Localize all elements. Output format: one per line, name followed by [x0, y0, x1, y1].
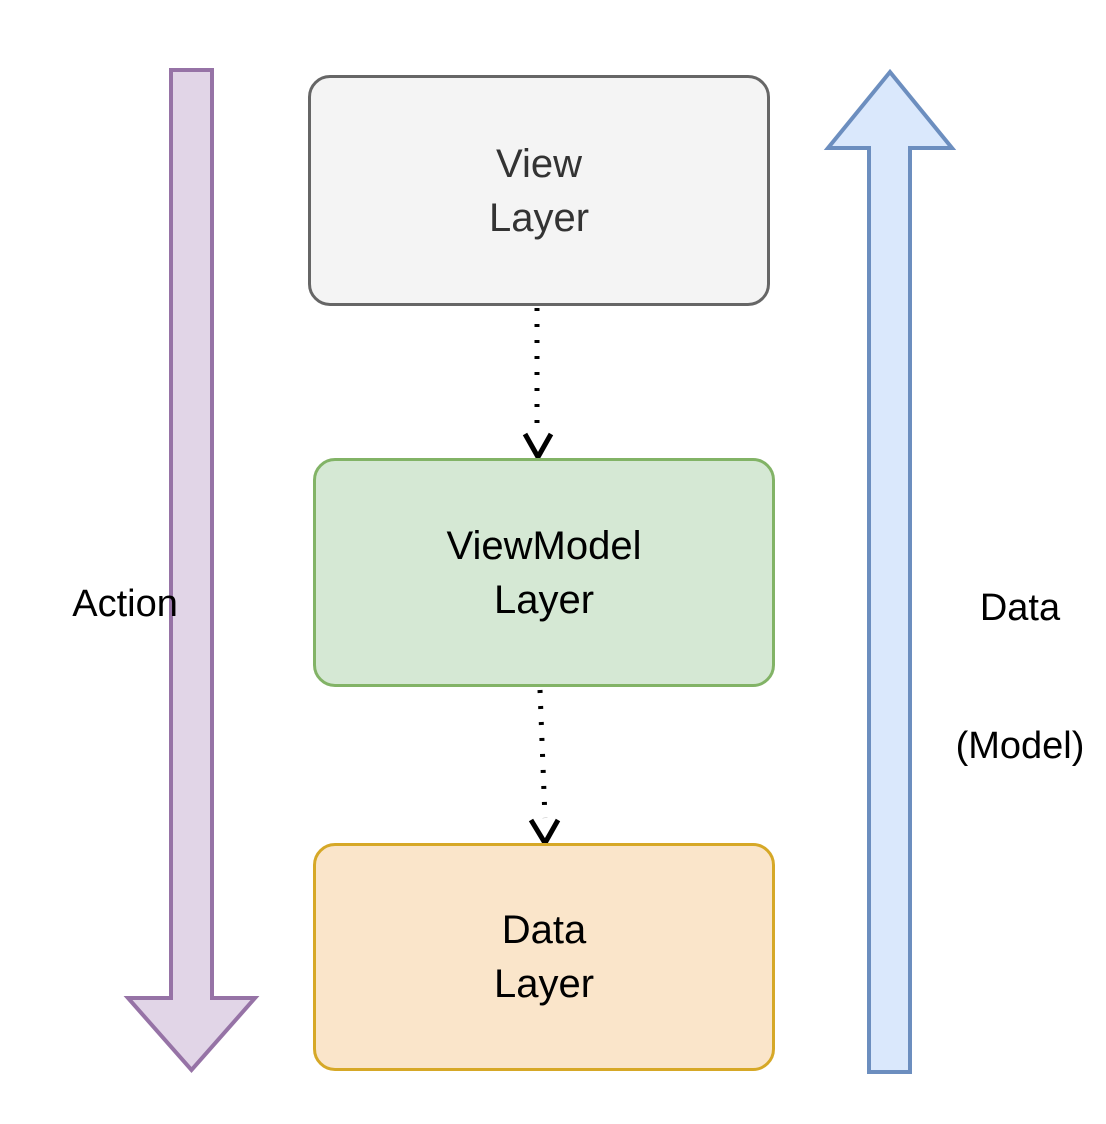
view-layer-label-line1: View: [496, 141, 582, 186]
connector-viewmodel-to-data-line: [537, 689, 548, 819]
connector-viewmodel-to-data-group: [528, 689, 561, 848]
viewmodel-layer-label-line2: Layer: [493, 577, 595, 622]
data-model-flow-label-line1: Data: [979, 587, 1061, 629]
action-flow-label: Action: [10, 535, 200, 673]
data-layer-label-line2: Layer: [493, 962, 595, 1006]
viewmodel-layer-box[interactable]: ViewModel Layer: [313, 458, 775, 687]
connector-view-to-viewmodel-group: [522, 308, 554, 463]
view-layer-label-line2: Layer: [488, 195, 590, 240]
action-flow-label-line1: Action: [72, 583, 178, 625]
data-model-arrow-shape: [823, 68, 957, 1074]
viewmodel-layer-label-line1: ViewModel: [446, 523, 642, 568]
data-model-flow-label: Data (Model): [935, 493, 1105, 861]
data-layer-box[interactable]: Data Layer: [313, 843, 775, 1071]
data-layer-label-line1: Data: [501, 908, 587, 952]
data-model-flow-label-line2: (Model): [955, 725, 1085, 767]
connector-view-to-viewmodel-arrowhead: [522, 432, 554, 463]
view-layer-box[interactable]: View Layer: [308, 75, 770, 306]
connector-viewmodel-to-data-arrowhead: [528, 818, 561, 848]
